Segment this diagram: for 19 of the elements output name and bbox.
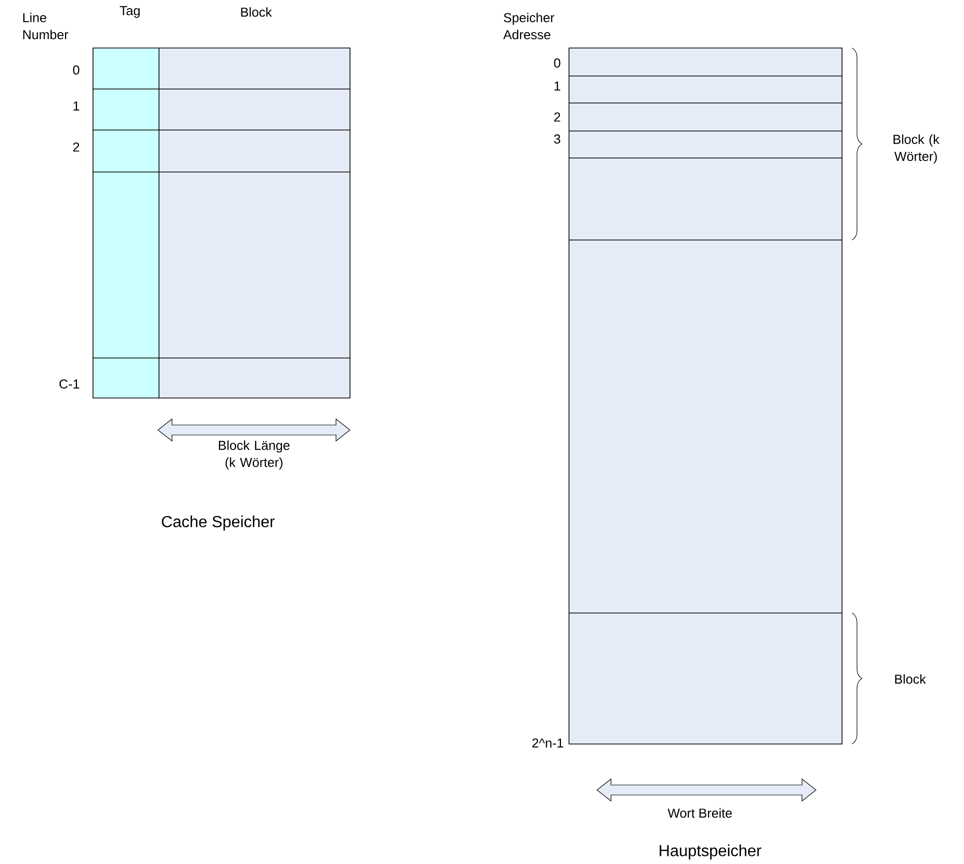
- line-number: 2: [73, 142, 80, 152]
- caption: Cache Speicher: [162, 516, 275, 530]
- address-number: 2^n-1: [532, 738, 564, 748]
- address-number: 0: [554, 58, 560, 68]
- caption: Hauptspeicher: [660, 844, 762, 860]
- address-number: 3: [554, 134, 560, 144]
- line-number: 0: [73, 65, 80, 75]
- column-header: Tag: [120, 6, 140, 18]
- address-number: 1: [554, 82, 560, 90]
- brace-label: Block (k Wörter): [894, 134, 940, 164]
- line-number: 1: [74, 102, 80, 110]
- column-header: Block: [241, 7, 272, 17]
- column-header: Line Number: [23, 12, 68, 40]
- brace-label: Block: [895, 674, 926, 684]
- address-number: 2: [554, 112, 560, 122]
- column-header: Speicher Adresse: [503, 12, 554, 40]
- line-number: C-1: [60, 379, 80, 389]
- dimension-label: Wort Breite: [668, 808, 732, 818]
- dimension-label: Block Länge (k Wörter): [218, 440, 290, 470]
